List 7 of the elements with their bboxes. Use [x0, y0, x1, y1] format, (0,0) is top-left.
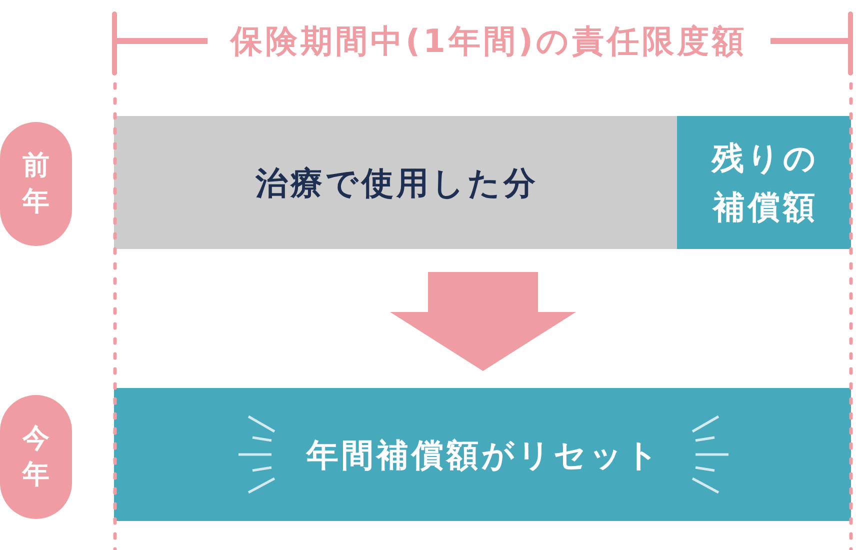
block-arrow	[390, 272, 576, 371]
year-pill: 前年	[0, 122, 72, 246]
year-pill: 今年	[0, 395, 72, 519]
banner-bar: 年間補償額がリセット	[114, 388, 851, 521]
bar-segment: 治療で使用した分	[114, 116, 677, 249]
title: 保険期間中(1年間)の責任限度額	[230, 21, 748, 61]
bar-segment: 残りの補償額	[677, 116, 851, 249]
